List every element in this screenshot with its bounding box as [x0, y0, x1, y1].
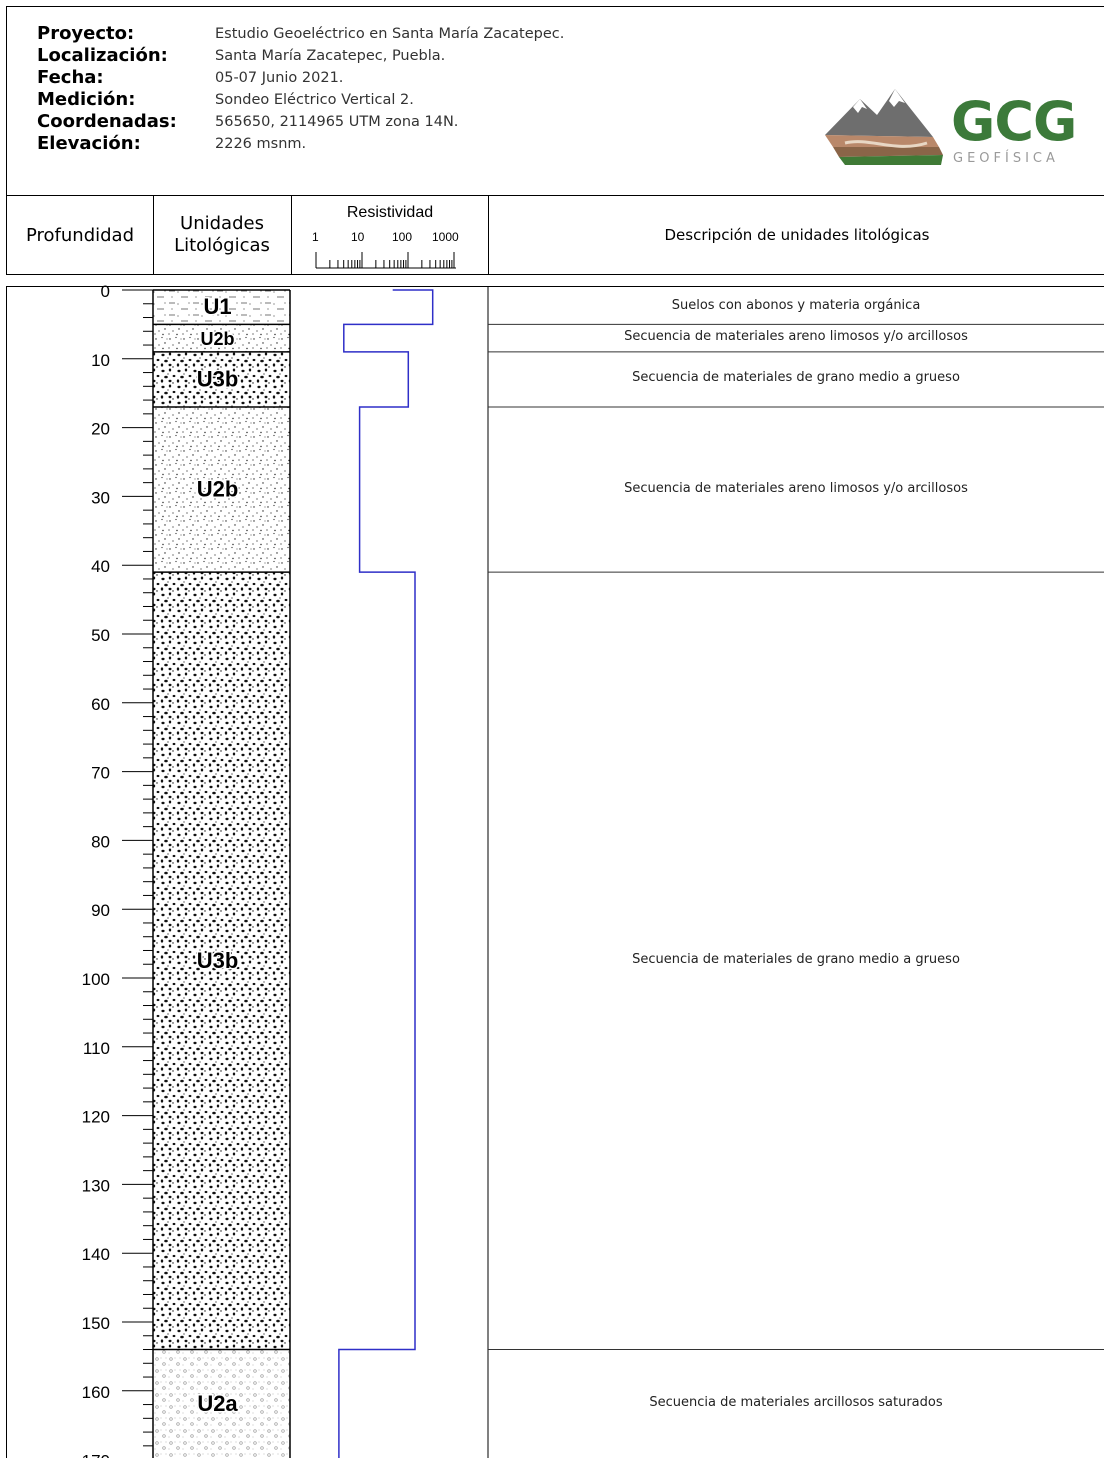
measurement-value: Sondeo Eléctrico Vertical 2.: [215, 92, 414, 108]
units-header-line2: Litológicas: [174, 235, 270, 256]
resistivity-column-header: Resistividad 1 10 100 1000: [292, 196, 488, 274]
elevation-value: 2226 msnm.: [215, 136, 307, 152]
coordinates-label: Coordenadas:: [37, 111, 177, 132]
resistivity-tick-label: 10: [351, 230, 365, 244]
location-label: Localización:: [37, 45, 168, 66]
log-body: [6, 286, 1104, 1458]
column-divider: [153, 196, 154, 274]
project-label: Proyecto:: [37, 23, 135, 44]
layer-description: Secuencia de materiales areno limosos y/…: [624, 480, 968, 496]
header-panel: Proyecto: Localización: Fecha: Medición:…: [6, 6, 1104, 196]
column-divider: [488, 196, 489, 274]
logo-subtitle: GEOFÍSICA: [953, 151, 1059, 166]
column-header-row: Profundidad Unidades Litológicas Resisti…: [6, 195, 1104, 275]
depth-column-header: Profundidad: [7, 196, 153, 274]
gcg-logo: GCG GEOFÍSICA: [815, 77, 1085, 177]
project-value: Estudio Geoeléctrico en Santa María Zaca…: [215, 26, 565, 42]
mountain-logo-icon: [825, 89, 943, 165]
description-column-header: Descripción de unidades litológicas: [489, 196, 1104, 274]
elevation-label: Elevación:: [37, 133, 141, 154]
layer-description: Secuencia de materiales de grano medio a…: [632, 951, 960, 967]
resistivity-header-label: Resistividad: [346, 204, 434, 221]
layer-description: Secuencia de materiales areno limosos y/…: [624, 329, 968, 345]
coordinates-value: 565650, 2114965 UTM zona 14N.: [215, 114, 459, 130]
description-header-label: Descripción de unidades litológicas: [664, 226, 930, 244]
resistivity-tick-label: 100: [392, 230, 413, 244]
logo-wordmark: GCG: [951, 90, 1077, 153]
units-header-line1: Unidades: [180, 213, 264, 234]
column-divider: [291, 196, 292, 274]
layer-description: Secuencia de materiales arcillosos satur…: [649, 1394, 943, 1410]
measurement-label: Medición:: [37, 89, 136, 110]
units-column-header: Unidades Litológicas: [154, 196, 290, 274]
resistivity-tick-label: 1000: [432, 230, 459, 244]
layer-description: Suelos con abonos y materia orgánica: [671, 298, 921, 314]
date-value: 05-07 Junio 2021.: [215, 70, 344, 86]
layer-description: Secuencia de materiales de grano medio a…: [632, 370, 960, 386]
depth-header-label: Profundidad: [25, 224, 135, 246]
location-value: Santa María Zacatepec, Puebla.: [215, 48, 446, 64]
date-label: Fecha:: [37, 67, 104, 88]
resistivity-tick-label: 1: [312, 230, 319, 244]
log-scale-axis: [315, 252, 456, 269]
